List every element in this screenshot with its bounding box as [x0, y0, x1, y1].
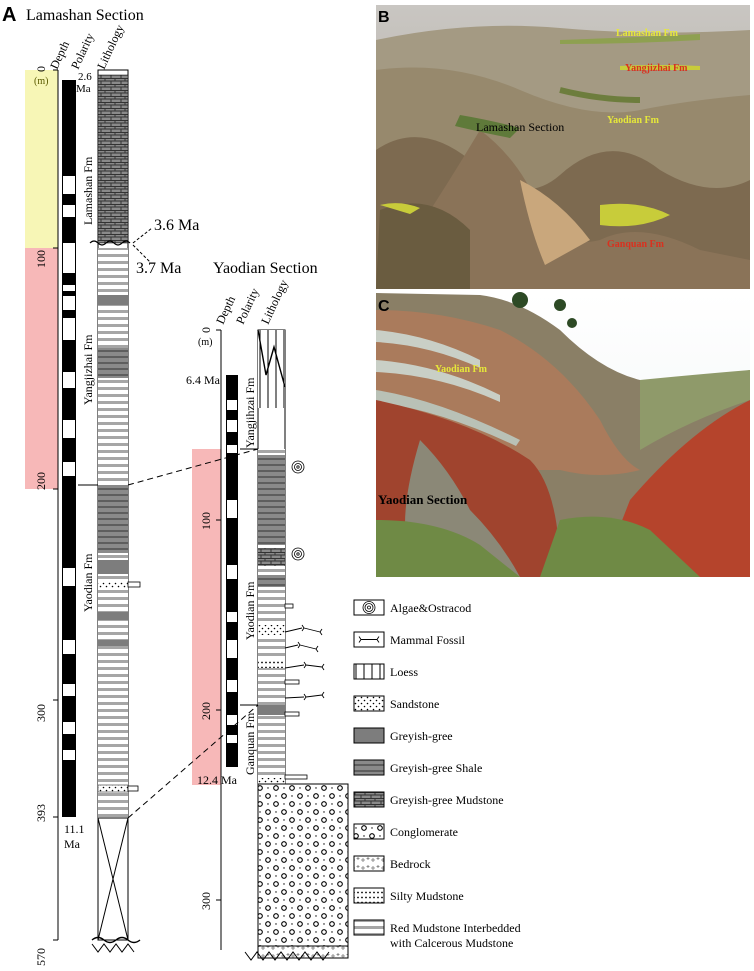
yao-mammal-fossil-icons — [284, 624, 325, 701]
lama-unit: (m) — [34, 76, 48, 87]
lama-polarity-header: Polarity — [68, 31, 97, 71]
yao-tick-100: 100 — [199, 512, 213, 530]
age-2-6: 2.6 — [78, 71, 92, 83]
age-12-4: 12.4 Ma — [197, 773, 238, 787]
legend-label-loess: Loess — [390, 665, 418, 679]
correlation-line-upper — [127, 448, 259, 486]
legend-algae-icon-ring — [362, 601, 376, 614]
yao-polarity-column — [226, 375, 238, 767]
legend-algae-icon-ring — [367, 605, 371, 610]
legend-label-shale: Greyish-gree Shale — [390, 761, 482, 775]
lama-tick-0: 0 — [34, 66, 48, 72]
lama-polarity-column — [62, 80, 76, 817]
legend-swatch-cong — [353, 823, 385, 840]
legend-swatch-mud — [353, 791, 385, 808]
legend-swatch-grey — [353, 727, 385, 744]
yao-algae-icons — [291, 460, 305, 561]
yao-depth-ticks — [216, 329, 221, 901]
legend-bone-icon — [358, 636, 380, 643]
photo-b-ganquan-fm: Ganquan Fm — [607, 239, 665, 250]
lama-lithology-column — [89, 69, 141, 953]
legend-label-red: Red Mudstone Interbedded — [390, 921, 521, 935]
yao-tick-0: 0 — [199, 327, 213, 333]
legend-label-red-line2: with Calcerous Mudstone — [390, 936, 513, 950]
legend-label-algae: Algae&Ostracod — [390, 601, 471, 615]
correlation-line-lower — [127, 704, 259, 819]
age-11-1-ma: Ma — [64, 837, 81, 851]
lama-tick-393: 393 — [34, 804, 48, 822]
fm-ganquan-label: Ganquan Fm — [243, 712, 257, 775]
lamashan-section-title: Lamashan Section — [26, 7, 144, 24]
age-3-6: 3.6 Ma — [154, 217, 199, 234]
legend-label-bedrock: Bedrock — [390, 857, 431, 871]
photo-b-section-label: Lamashan Section — [476, 120, 564, 134]
photo-c-section-label: Yaodian Section — [378, 492, 468, 507]
lama-tick-100: 100 — [34, 250, 48, 268]
fm-yaodian-label-2: Yaodian Fm — [243, 581, 257, 640]
photo-b-yaodian-fm: Yaodian Fm — [607, 115, 660, 126]
yao-tick-300: 300 — [199, 892, 213, 910]
age-3-7-leader — [132, 244, 151, 263]
panel-a-letter: A — [2, 4, 16, 26]
yaodian-pink-band — [192, 449, 221, 785]
yao-tick-200: 200 — [199, 702, 213, 720]
photo-b-lamashan-fm: Lamashan Fm — [616, 28, 679, 39]
lama-lithology-header: Lithology — [94, 22, 127, 71]
yao-lithology-column — [244, 329, 349, 961]
fm-yaodian-label: Yaodian Fm — [81, 553, 95, 612]
legend-label-silty: Silty Mudstone — [390, 889, 464, 903]
age-11-1: 11.1 — [64, 822, 85, 836]
photo-c — [376, 292, 750, 577]
yao-unit: (m) — [198, 337, 212, 348]
age-6-4: 6.4 Ma — [186, 373, 221, 387]
legend-swatch-shale — [353, 759, 385, 776]
lama-tick-300: 300 — [34, 704, 48, 722]
lama-depth-ticks — [53, 69, 58, 941]
fm-yangjizhai-label: Yangjizhai Fm — [81, 334, 95, 405]
legend-swatch-bedrock — [353, 855, 385, 872]
legend-label-bone: Mammal Fossil — [390, 633, 466, 647]
fm-lamashan-label: Lamashan Fm — [81, 156, 95, 225]
legend-label-mud: Greyish-gree Mudstone — [390, 793, 504, 807]
fm-yangjihzai-label: Yangjihzai Fm — [243, 377, 257, 448]
photo-c-letter: C — [378, 298, 390, 315]
age-2-6-ma: Ma — [76, 83, 91, 95]
yao-lithology-header: Lithology — [258, 277, 291, 326]
legend-swatch-sand — [353, 695, 385, 712]
photo-b-letter: B — [378, 9, 390, 26]
legend-label-grey: Greyish-gree — [390, 729, 453, 743]
legend-label-cong: Conglomerate — [390, 825, 458, 839]
yaodian-section-title: Yaodian Section — [213, 260, 318, 277]
lamashan-yellow-band — [25, 70, 58, 248]
legend-swatch-red — [353, 919, 385, 936]
age-3-6-leader — [132, 227, 153, 244]
yangjizhai-pink-band — [25, 248, 58, 489]
photo-b — [376, 5, 750, 289]
legend-algae-icon-ring — [364, 603, 374, 612]
photo-b-yangjizhai-fm: Yangjizhai Fm — [625, 63, 688, 74]
legend-label-sand: Sandstone — [390, 697, 439, 711]
lama-tick-570: 570 — [34, 948, 48, 966]
lama-tick-200: 200 — [34, 472, 48, 490]
photo-c-yaodian-fm: Yaodian Fm — [435, 364, 488, 375]
legend-swatch-algae — [353, 599, 385, 616]
legend-swatch-silty — [353, 887, 385, 904]
age-3-7: 3.7 Ma — [136, 260, 181, 277]
legend-swatch-loess — [353, 663, 385, 680]
